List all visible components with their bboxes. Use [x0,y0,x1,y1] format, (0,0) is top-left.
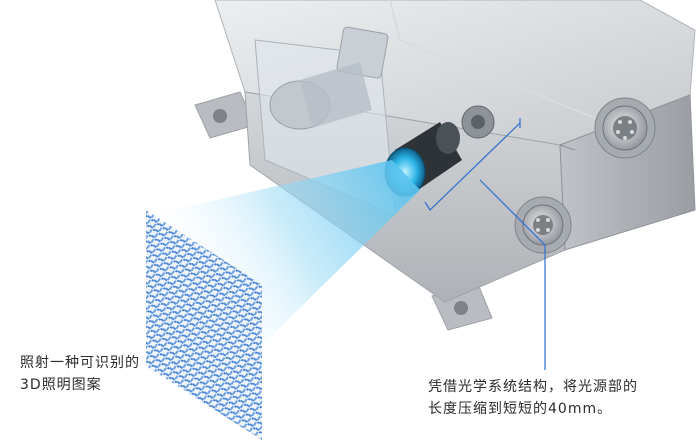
caption-pattern-line1: 照射一种可识别的 [20,355,140,371]
caption-pattern-line2: 3D照明图案 [20,377,102,393]
caption-optics-line2: 长度压缩到短短的40mm。 [428,401,613,417]
projected-pattern [146,210,262,440]
mounting-hole-left [213,109,227,123]
sensor-housing [194,0,696,331]
caption-optics-line1: 凭借光学系统结构，将光源部的 [428,379,638,395]
mounting-hole-bottom [454,301,468,315]
connector-front [514,196,572,254]
light-beam [150,160,420,345]
caption-optics: 凭借光学系统结构，将光源部的 长度压缩到短短的40mm。 [428,376,638,420]
leader-line [424,118,546,370]
connector-top [594,97,656,159]
caption-pattern: 照射一种可识别的 3D照明图案 [20,352,140,396]
